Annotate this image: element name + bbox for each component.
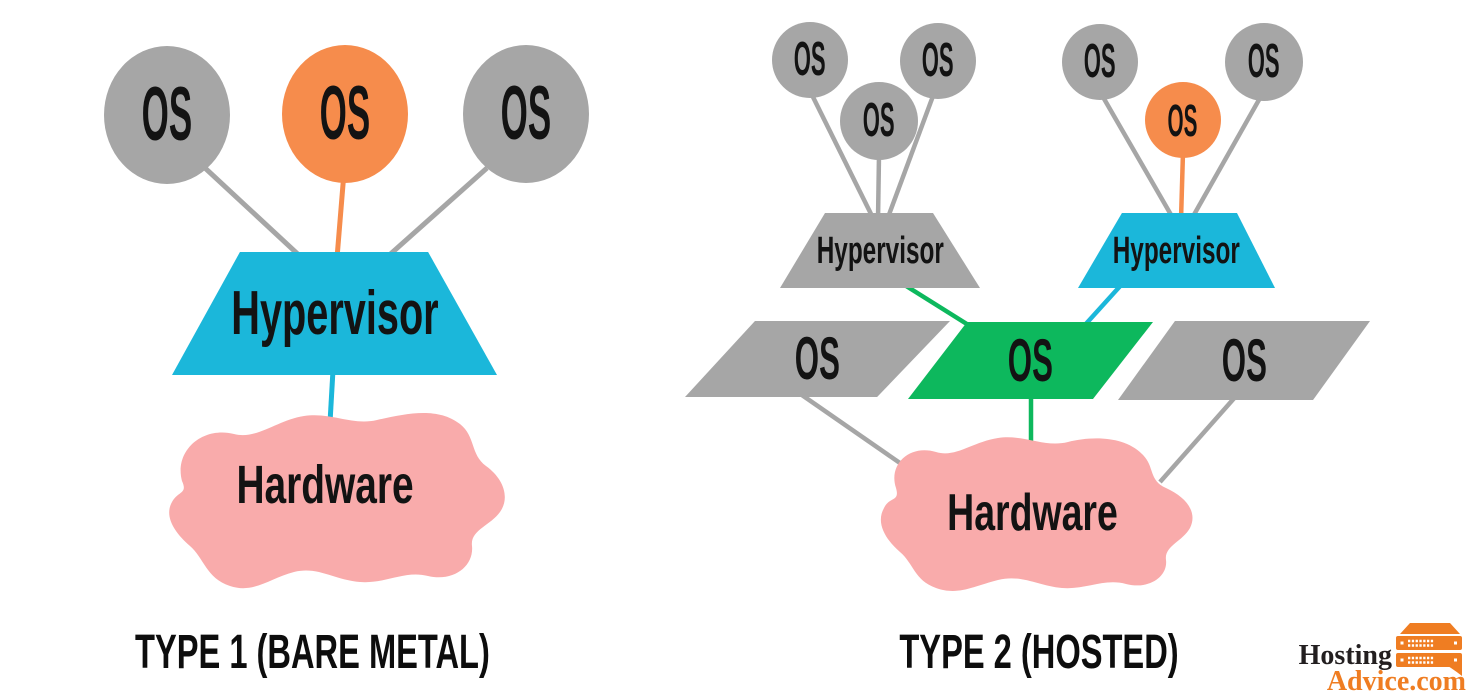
t2c1-os-circle-3-label: OS <box>863 94 895 147</box>
t2c2-os3-line <box>1189 96 1262 222</box>
t2-hardware-blob <box>880 437 1193 591</box>
t2-host-os-2-label: OS <box>1007 326 1054 394</box>
t2-hardware-label-wrap: Hardware <box>882 487 1182 539</box>
t2-hostos1-to-hardware-line <box>797 391 912 472</box>
t2c2-os-circle-2: OS <box>1225 23 1303 101</box>
t2c2-os1-line <box>1101 95 1176 222</box>
t2-hardware-label: Hardware <box>946 484 1118 542</box>
t2c2-os-circle-1: OS <box>1062 24 1138 100</box>
t1-os1-to-hypervisor-line <box>203 166 304 260</box>
server-lid <box>1400 623 1460 634</box>
t1-os-circle-1: OS <box>104 46 230 184</box>
t2c1-os-circle-3: OS <box>840 82 918 160</box>
t1-hypervisor-trapezoid: Hypervisor <box>172 252 497 375</box>
t2c1-os1-line <box>809 94 877 221</box>
t2-host-os-3-label: OS <box>1221 326 1267 394</box>
t2c2-os2-line <box>1178 151 1186 221</box>
t2c2-os-circle-3: OS <box>1145 82 1221 158</box>
t1-hardware-label-wrap: Hardware <box>175 458 475 512</box>
t1-os-circle-2: OS <box>282 45 408 183</box>
t1-hardware-blob-shape <box>169 412 505 589</box>
t2-hostos3-to-hardware-line <box>1158 393 1239 484</box>
t2c1-os2-line <box>875 154 882 221</box>
server-bar-1 <box>1396 636 1462 650</box>
t2c2-os-circle-3-label: OS <box>1168 94 1198 146</box>
server-stack-logo-icon <box>1396 623 1462 676</box>
t2c1-os3-line <box>884 95 936 221</box>
t1-os3-to-hypervisor-line <box>384 166 489 260</box>
t1-os-circle-3-label: OS <box>500 71 552 156</box>
t1-os-circle-1-label: OS <box>141 72 193 157</box>
t2c1-os-circle-1-label: OS <box>794 33 826 86</box>
logo-text-advice-com: Advice.com <box>1326 666 1466 697</box>
t2c1-os-circle-1: OS <box>772 22 848 98</box>
t1-os-circle-2-label: OS <box>319 71 371 156</box>
t1-hardware-blob <box>169 412 505 589</box>
t1-os-circle-3: OS <box>463 45 589 183</box>
t2c1-os-circle-2-label: OS <box>922 34 954 87</box>
t2-hardware-blob-shape <box>880 437 1193 591</box>
t1-hardware-label: Hardware <box>236 455 414 515</box>
t2-host-os-1-label: OS <box>794 325 841 392</box>
t2-caption: TYPE 2 (HOSTED) <box>899 626 1179 679</box>
t2c1-os-circle-2: OS <box>900 23 976 99</box>
t2c1-hypervisor-label: Hypervisor <box>816 229 944 272</box>
t1-hypervisor-label: Hypervisor <box>230 278 439 348</box>
speech-tail <box>1438 658 1462 676</box>
t2c2-hypervisor-to-hostos-line <box>1082 282 1124 328</box>
t2c2-hypervisor-label: Hypervisor <box>1112 229 1241 272</box>
t1-caption: TYPE 1 (BARE METAL) <box>135 626 490 679</box>
logo-text-hosting: Hosting <box>1298 640 1392 671</box>
t2c2-os-circle-2-label: OS <box>1248 35 1280 88</box>
t2c1-hypervisor-to-hostos-line <box>901 282 972 328</box>
t2c2-os-circle-1-label: OS <box>1084 35 1116 88</box>
